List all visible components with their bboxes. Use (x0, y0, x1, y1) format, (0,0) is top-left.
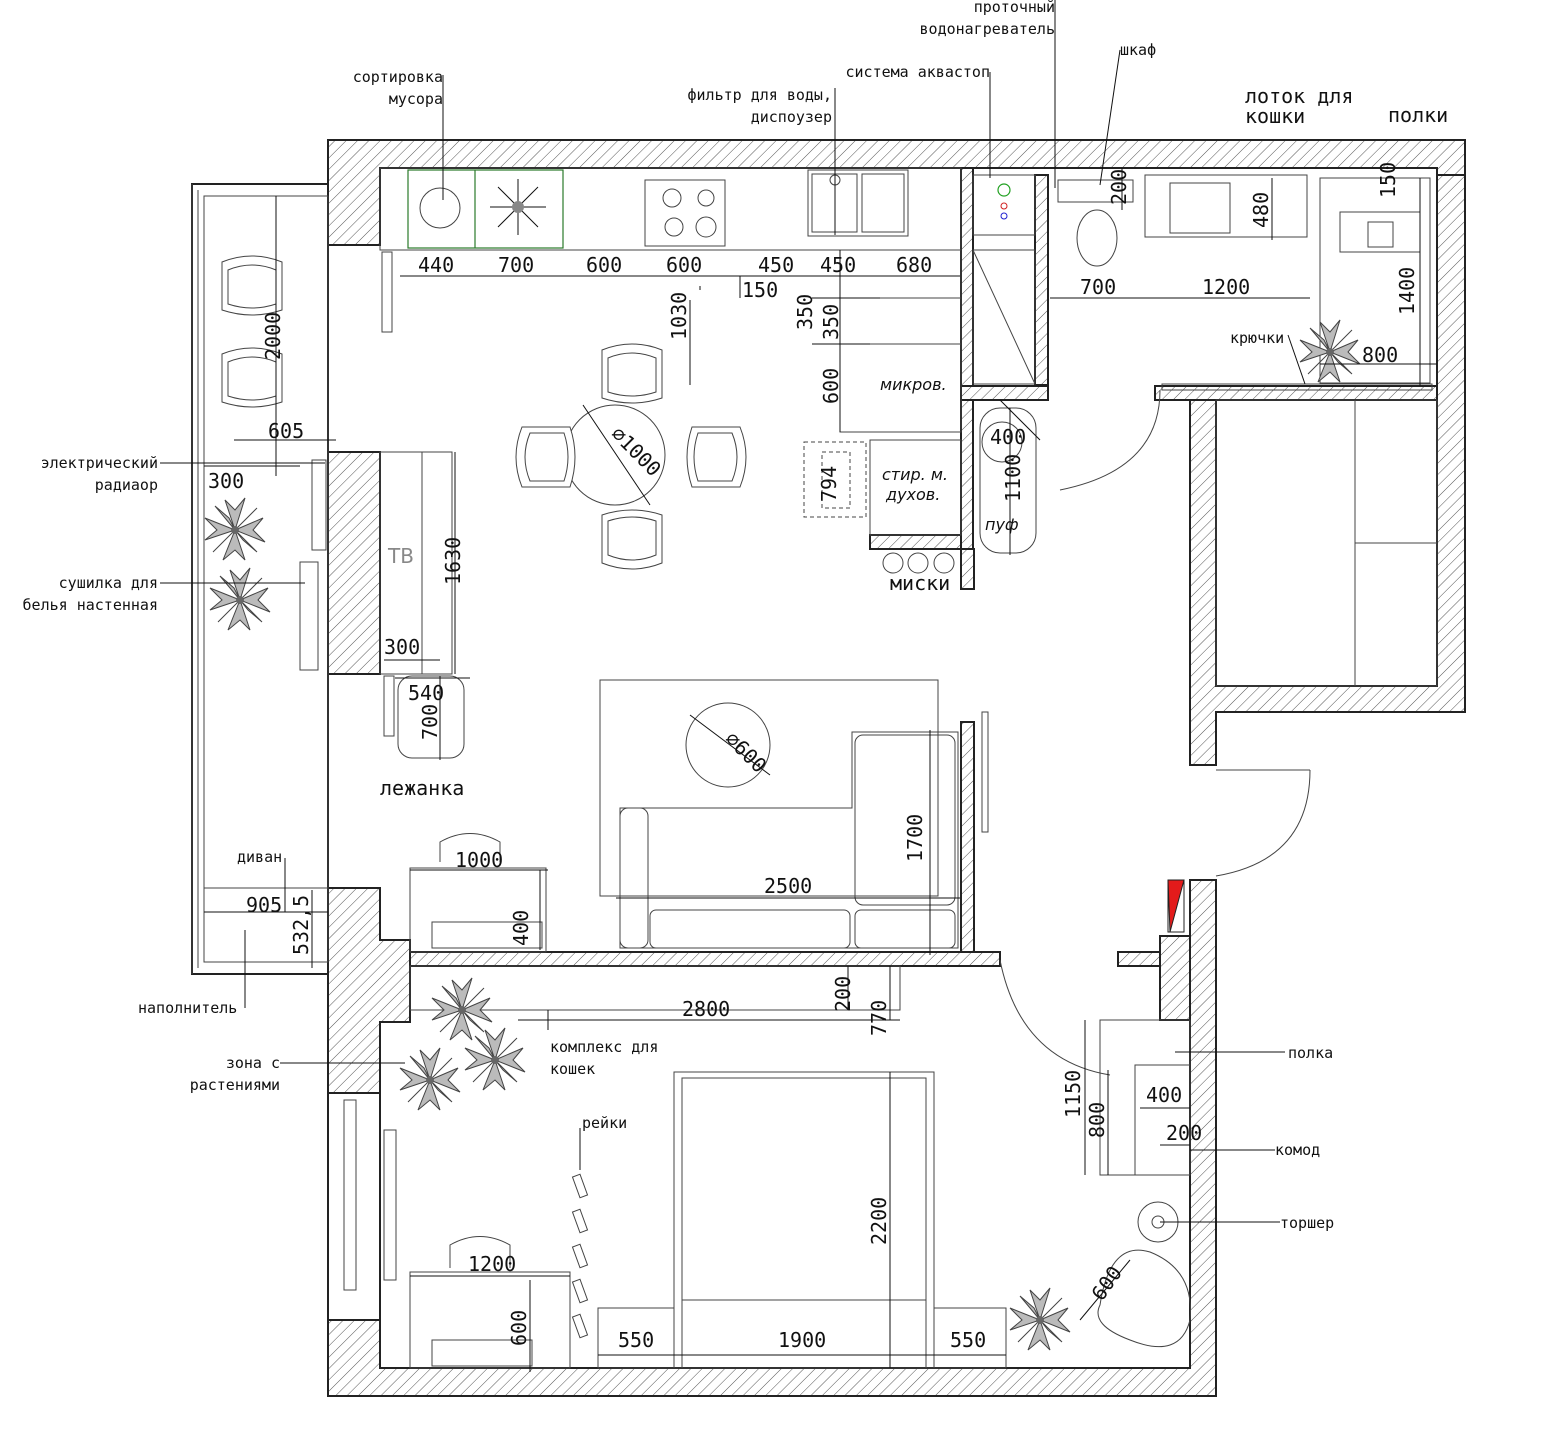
dim-bed-550a: 550 (618, 1328, 654, 1352)
dim-shelf-400: 400 (1146, 1083, 1182, 1107)
dim-room-770: 770 (867, 1000, 891, 1036)
dim-tv-1630: 1630 (441, 537, 465, 585)
dim-balcony-300: 300 (208, 469, 244, 493)
dim-table-diameter: ⌀1000 (606, 422, 666, 482)
dim-350b: 350 (819, 304, 843, 340)
dim-toilet-200: 200 (1107, 169, 1131, 205)
dim-balcony-605: 605 (268, 419, 304, 443)
dim-balcony-532: 532,5 (289, 895, 313, 955)
dim-sofa-1700: 1700 (903, 814, 927, 862)
dim-balcony-905: 905 (246, 893, 282, 917)
label-oven: духов. (885, 485, 940, 504)
dim-tv-300: 300 (384, 635, 420, 659)
dim-shower-800: 800 (1362, 343, 1398, 367)
dim-350a: 350 (793, 294, 817, 330)
label-dresser: комод (1275, 1141, 1320, 1159)
dim-balcony-2000: 2000 (261, 312, 285, 360)
dim-kitchen-450b: 450 (820, 253, 856, 277)
dim-shelf-200: 200 (1166, 1121, 1202, 1145)
dim-kitchen-440: 440 (418, 253, 454, 277)
label-cat-bed: лежанка (380, 776, 464, 800)
dim-kitchen-600a: 600 (586, 253, 622, 277)
label-pouf: пуф (985, 515, 1019, 534)
dim-600c: 600 (819, 368, 843, 404)
dim-chair-600: 600 (1086, 1262, 1126, 1305)
label-water-filter: фильтр для воды,диспоузер (688, 86, 833, 126)
label-rails: рейки (582, 1114, 627, 1132)
dim-kitchen-680: 680 (896, 253, 932, 277)
label-aquastop: система аквастоп (846, 63, 991, 81)
dim-sink-480: 480 (1249, 192, 1273, 228)
label-shelves-top: полки (1388, 103, 1448, 127)
label-microwave: микров. (880, 375, 947, 394)
label-wardrobe: шкаф (1120, 41, 1156, 59)
label-shelf-right: полка (1288, 1044, 1333, 1062)
dim-bath-150: 150 (1376, 162, 1400, 198)
dim-table-1030: 1030 (667, 292, 691, 340)
label-floor-lamp: торшер (1280, 1214, 1334, 1232)
dim-bath-700: 700 (1080, 275, 1116, 299)
label-washer: стир. м. (882, 465, 948, 484)
dim-kitchen-700: 700 (498, 253, 534, 277)
label-filler: наполнитель (138, 999, 237, 1017)
dim-desk2-1200: 1200 (468, 1252, 516, 1276)
dim-desk2-600: 600 (507, 1310, 531, 1346)
dim-sofa-2500: 2500 (764, 874, 812, 898)
dim-room-200: 200 (831, 976, 855, 1012)
dim-kitchen-600b: 600 (666, 253, 702, 277)
label-sofa-balcony: диван (237, 848, 282, 866)
dim-pouf-1100: 1100 (1001, 454, 1025, 502)
label-hooks: крючки (1230, 329, 1284, 347)
dim-bed-2200: 2200 (867, 1197, 891, 1245)
dim-bed-550b: 550 (950, 1328, 986, 1352)
dim-desk-400: 400 (509, 910, 533, 946)
dim-shelf-800: 800 (1085, 1102, 1109, 1138)
dim-794: 794 (817, 466, 841, 502)
dim-bath-1200: 1200 (1202, 275, 1250, 299)
label-bowls: миски (890, 571, 950, 595)
dim-bed-700: 700 (418, 704, 442, 740)
dim-bed-1900: 1900 (778, 1328, 826, 1352)
dim-kitchen-150: 150 (742, 278, 778, 302)
label-tv: ТВ (387, 544, 414, 568)
dim-bed-540: 540 (408, 681, 444, 705)
dim-pouf-400: 400 (990, 425, 1026, 449)
dim-shower-1400: 1400 (1395, 267, 1419, 315)
dim-kitchen-450a: 450 (758, 253, 794, 277)
dim-desk-1000: 1000 (455, 848, 503, 872)
dim-shelf-1150: 1150 (1061, 1070, 1085, 1118)
dim-room-2800: 2800 (682, 997, 730, 1021)
